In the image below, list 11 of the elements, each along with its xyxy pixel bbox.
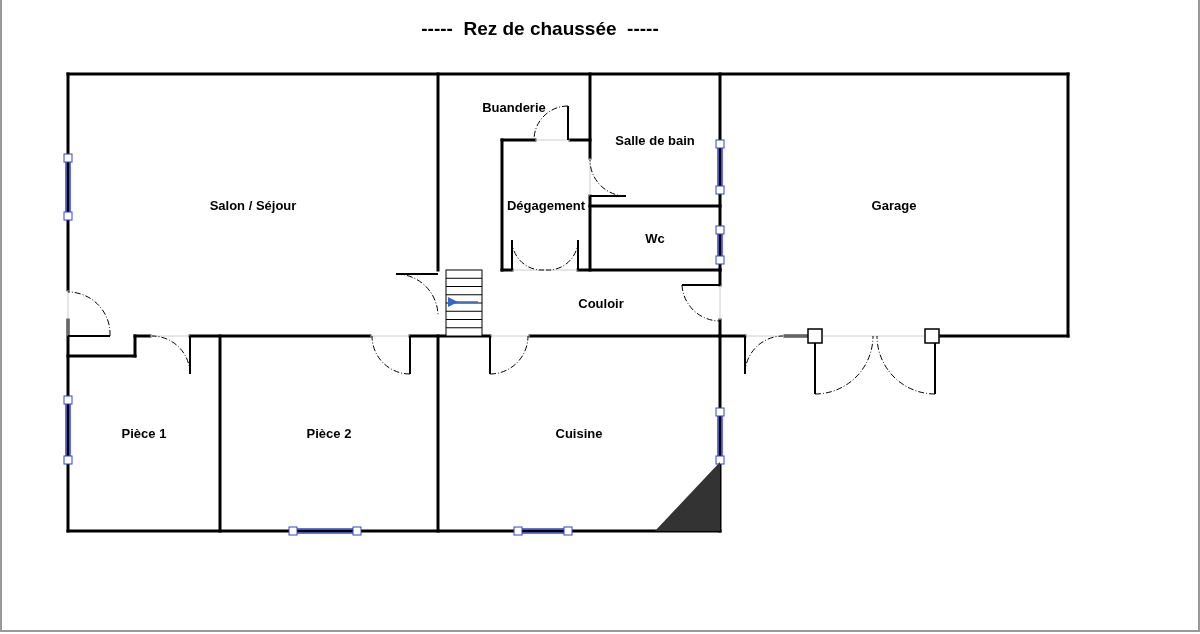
room-label: Couloir: [578, 295, 624, 311]
room-label: Cuisine: [555, 426, 603, 441]
room-label: Salle de bain: [615, 132, 695, 148]
room-label: Salon / Séjour: [209, 197, 297, 213]
room-label: Garage: [871, 197, 917, 213]
room-label: Wc: [645, 230, 665, 246]
room-label: Pièce 2: [306, 426, 352, 441]
room-label: Pièce 1: [121, 426, 167, 441]
plan-title: ----- Rez de chaussée -----: [420, 18, 660, 40]
room-label: Dégagement: [507, 197, 585, 213]
room-label: Buanderie: [482, 99, 546, 115]
